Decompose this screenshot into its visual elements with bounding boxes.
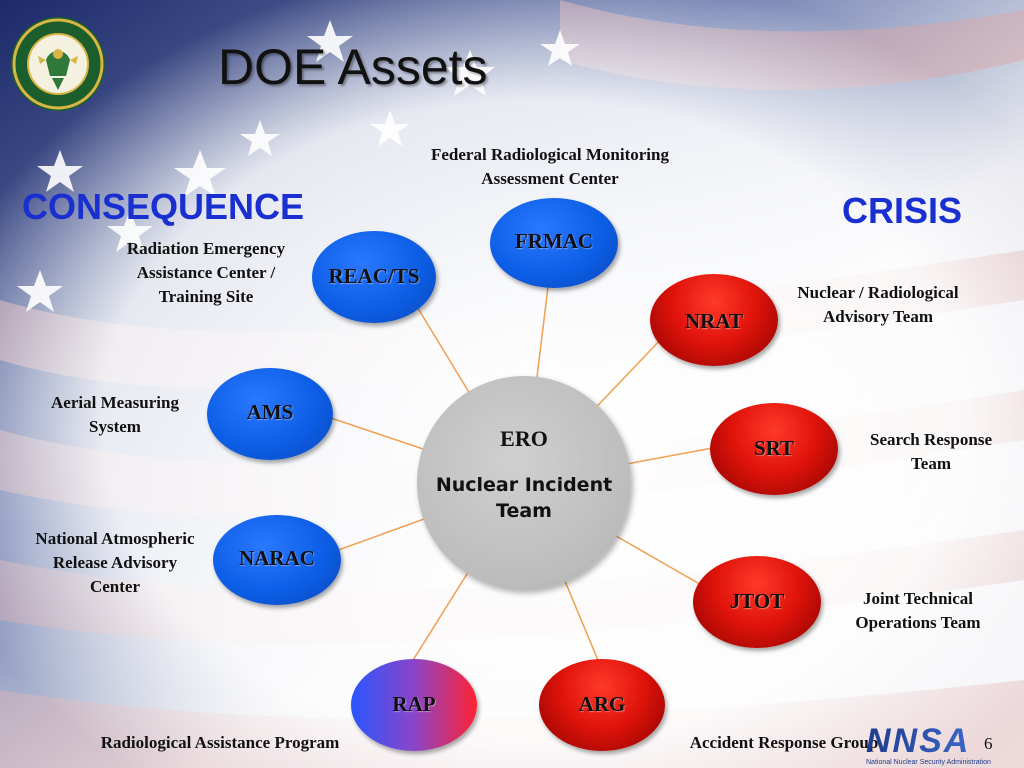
desc-reacts-line1: Radiation Emergency [126, 239, 286, 258]
desc-ams: Aerial Measuring System [20, 391, 210, 439]
desc-rap: Radiological Assistance Program [100, 733, 340, 752]
node-frmac: FRMAC [490, 198, 618, 288]
desc-nrat-line2: Advisory Team [822, 307, 934, 326]
crisis-heading: CRISIS [842, 190, 963, 231]
consequence-heading: CONSEQUENCE [22, 186, 305, 227]
node-reacts: REAC/TS [312, 231, 436, 323]
node-frmac-label: FRMAC [514, 228, 594, 253]
desc-narac: National Atmospheric Release Advisory Ce… [10, 527, 220, 599]
svg-text:National Nuclear Security Admi: National Nuclear Security Administration [866, 759, 991, 766]
doe-seal-logo [11, 17, 105, 111]
desc-reacts-line3: Training Site [158, 287, 254, 306]
desc-narac-line3: Center [89, 577, 141, 596]
desc-srt-line1: Search Response [870, 430, 992, 449]
center-ero-label: ERO [500, 426, 548, 451]
node-arg-label: ARG [578, 691, 626, 716]
desc-jtot-line2: Operations Team [855, 613, 981, 632]
node-nrat-label: NRAT [685, 308, 743, 333]
page-number: 6 [984, 734, 993, 753]
node-reacts-label: REAC/TS [328, 263, 420, 288]
desc-narac-line2: Release Advisory [52, 553, 178, 572]
node-srt-label: SRT [753, 435, 795, 460]
center-team-line1: Nuclear Incident [435, 474, 613, 496]
node-ams: AMS [207, 368, 333, 460]
desc-arg: Accident Response Group [689, 733, 879, 752]
desc-frmac: Federal Radiological Monitoring Assessme… [400, 143, 700, 191]
nnsa-logo: NNSA National Nuclear Security Administr… [866, 722, 991, 766]
node-arg: ARG [539, 659, 665, 751]
node-rap-label: RAP [392, 691, 436, 716]
center-node-ero: ERO Nuclear Incident Team [417, 376, 631, 590]
center-team-label: Nuclear Incident Team [417, 472, 631, 524]
desc-srt-line2: Team [911, 454, 951, 473]
node-jtot: JTOT [693, 556, 821, 648]
desc-ams-line1: Aerial Measuring [51, 393, 179, 412]
node-ams-label: AMS [246, 399, 294, 424]
desc-srt: Search Response Team [846, 428, 1016, 476]
center-team-line2: Team [496, 500, 552, 522]
desc-nrat-line1: Nuclear / Radiological [797, 283, 959, 302]
node-srt: SRT [710, 403, 838, 495]
slide-title: DOE Assets [218, 39, 488, 95]
desc-jtot: Joint Technical Operations Team [828, 587, 1008, 635]
desc-ams-line2: System [89, 417, 141, 436]
node-narac: NARAC [213, 515, 341, 605]
desc-reacts-line2: Assistance Center / [136, 263, 276, 282]
desc-nrat: Nuclear / Radiological Advisory Team [772, 281, 984, 329]
node-narac-label: NARAC [239, 545, 315, 570]
desc-reacts: Radiation Emergency Assistance Center / … [96, 237, 316, 309]
desc-frmac-line1: Federal Radiological Monitoring [431, 145, 669, 164]
desc-frmac-line2: Assessment Center [481, 169, 619, 188]
node-jtot-label: JTOT [729, 588, 785, 613]
node-rap: RAP [351, 659, 477, 751]
desc-jtot-line1: Joint Technical [862, 589, 974, 608]
desc-narac-line1: National Atmospheric [35, 529, 195, 548]
svg-text:NNSA: NNSA [866, 722, 970, 760]
node-nrat: NRAT [650, 274, 778, 366]
